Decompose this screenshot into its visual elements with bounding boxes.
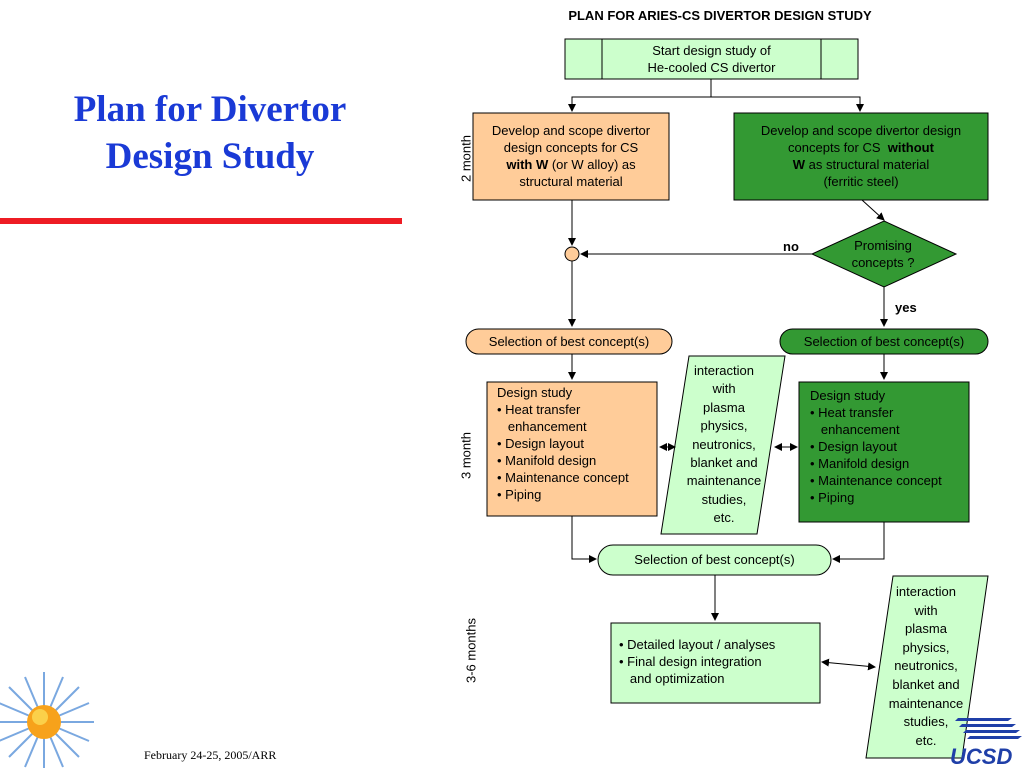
duration-phase2: 3 month [458,432,474,479]
red-divider [0,218,402,224]
decision-yes-label: yes [895,300,917,315]
decision-no-label: no [783,239,799,254]
design-study-right-box [798,381,970,523]
start-box [564,38,859,80]
design-study-right-text: Design study • Heat transfer enhancement… [810,388,942,505]
sun-logo-icon [0,672,94,768]
diagram-title: PLAN FOR ARIES-CS DIVERTOR DESIGN STUDY [568,8,872,23]
slide-title-line-2: Design Study [105,136,315,177]
duration-phase1: 2 month [458,135,474,182]
duration-phase3: 3-6 months [463,617,479,684]
steel-concept-text: Develop and scope divertor design concep… [760,123,962,189]
interaction-top-text: interaction with plasma physics, neutron… [686,363,762,526]
decision-text: Promising concepts ? [851,238,915,270]
connector-design-left-selection [571,516,597,563]
slide-title-line-1: Plan for Divertor [73,89,347,130]
selection-bottom-text: Selection of best concept(s) [634,552,795,567]
w-concept-box [472,112,670,201]
connector-start-right [711,96,864,112]
start-box-text: Start design study of He-cooled CS diver… [647,43,776,75]
ucsd-logo-icon [955,718,1022,739]
final-box-text: • Detailed layout / analyses • Final des… [619,637,776,686]
interaction-bottom-text: interaction with plasma physics, neutron… [888,584,964,748]
connector-design-right-selection [832,522,885,563]
final-box [610,622,821,704]
ucsd-logo-text: UCSD [950,744,1013,769]
selection-left-text: Selection of best concept(s) [488,334,650,349]
slide-title: Plan for Divertor Design Study [20,86,400,180]
design-study-left-box [486,381,658,517]
design-study-left-text: Design study • Heat transfer enhancement… [497,385,629,502]
connector-start-left [568,79,712,112]
connector-steel-decision [861,199,885,221]
steel-concept-box [733,112,989,201]
interaction-top-shape [660,355,786,535]
connector-final-interaction [821,658,876,671]
selection-right-text: Selection of best concept(s) [803,334,965,349]
footer-date: February 24-25, 2005/ARR [144,748,277,762]
junction-circle [564,246,580,262]
w-concept-text: Develop and scope divertor design concep… [491,123,651,189]
selection-left-oval [465,328,673,355]
interaction-bottom-shape [865,575,989,759]
